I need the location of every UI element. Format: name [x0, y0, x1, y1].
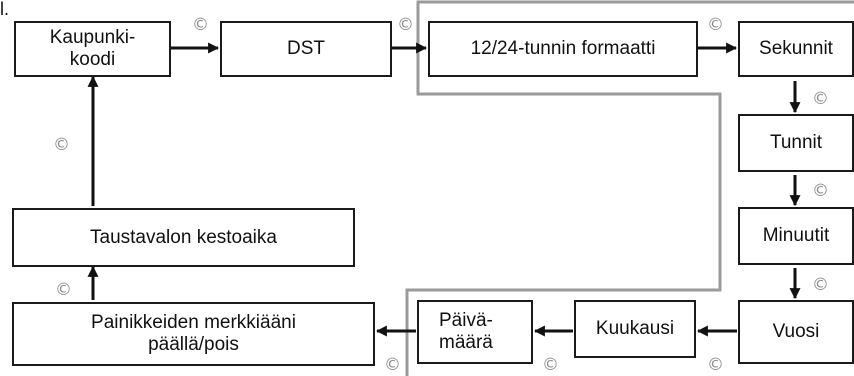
- box-tunnit: Tunnit: [738, 114, 854, 172]
- c-icon: ©: [55, 280, 72, 300]
- box-12-24-format: 12/24-tunnin formaatti: [428, 21, 698, 77]
- c-icon: ©: [707, 15, 724, 35]
- c-icon: ©: [812, 275, 829, 295]
- c-icon: ©: [397, 15, 414, 35]
- box-taustavalon-kestoaika: Taustavalon kestoaika: [12, 208, 355, 267]
- c-icon: ©: [542, 355, 559, 375]
- box-minuutit: Minuutit: [738, 207, 854, 265]
- box-painikkeiden-merkkiaani: Painikkeiden merkkiääni päällä/pois: [12, 302, 375, 366]
- box-paivamaara: Päivä- määrä: [417, 300, 533, 364]
- c-icon: ©: [812, 89, 829, 109]
- box-kuukausi: Kuukausi: [574, 300, 696, 358]
- cropped-text-fragment: l.: [0, 0, 9, 19]
- c-icon: ©: [384, 355, 401, 375]
- c-icon: ©: [707, 355, 724, 375]
- box-dst: DST: [220, 21, 392, 77]
- c-icon: ©: [53, 135, 70, 155]
- box-vuosi: Vuosi: [738, 300, 854, 364]
- box-kaupunkikoodi: Kaupunki- koodi: [14, 21, 171, 77]
- box-sekunnit: Sekunnit: [738, 21, 854, 77]
- c-icon: ©: [812, 181, 829, 201]
- group-frame: [405, 0, 854, 376]
- c-icon: ©: [192, 15, 209, 35]
